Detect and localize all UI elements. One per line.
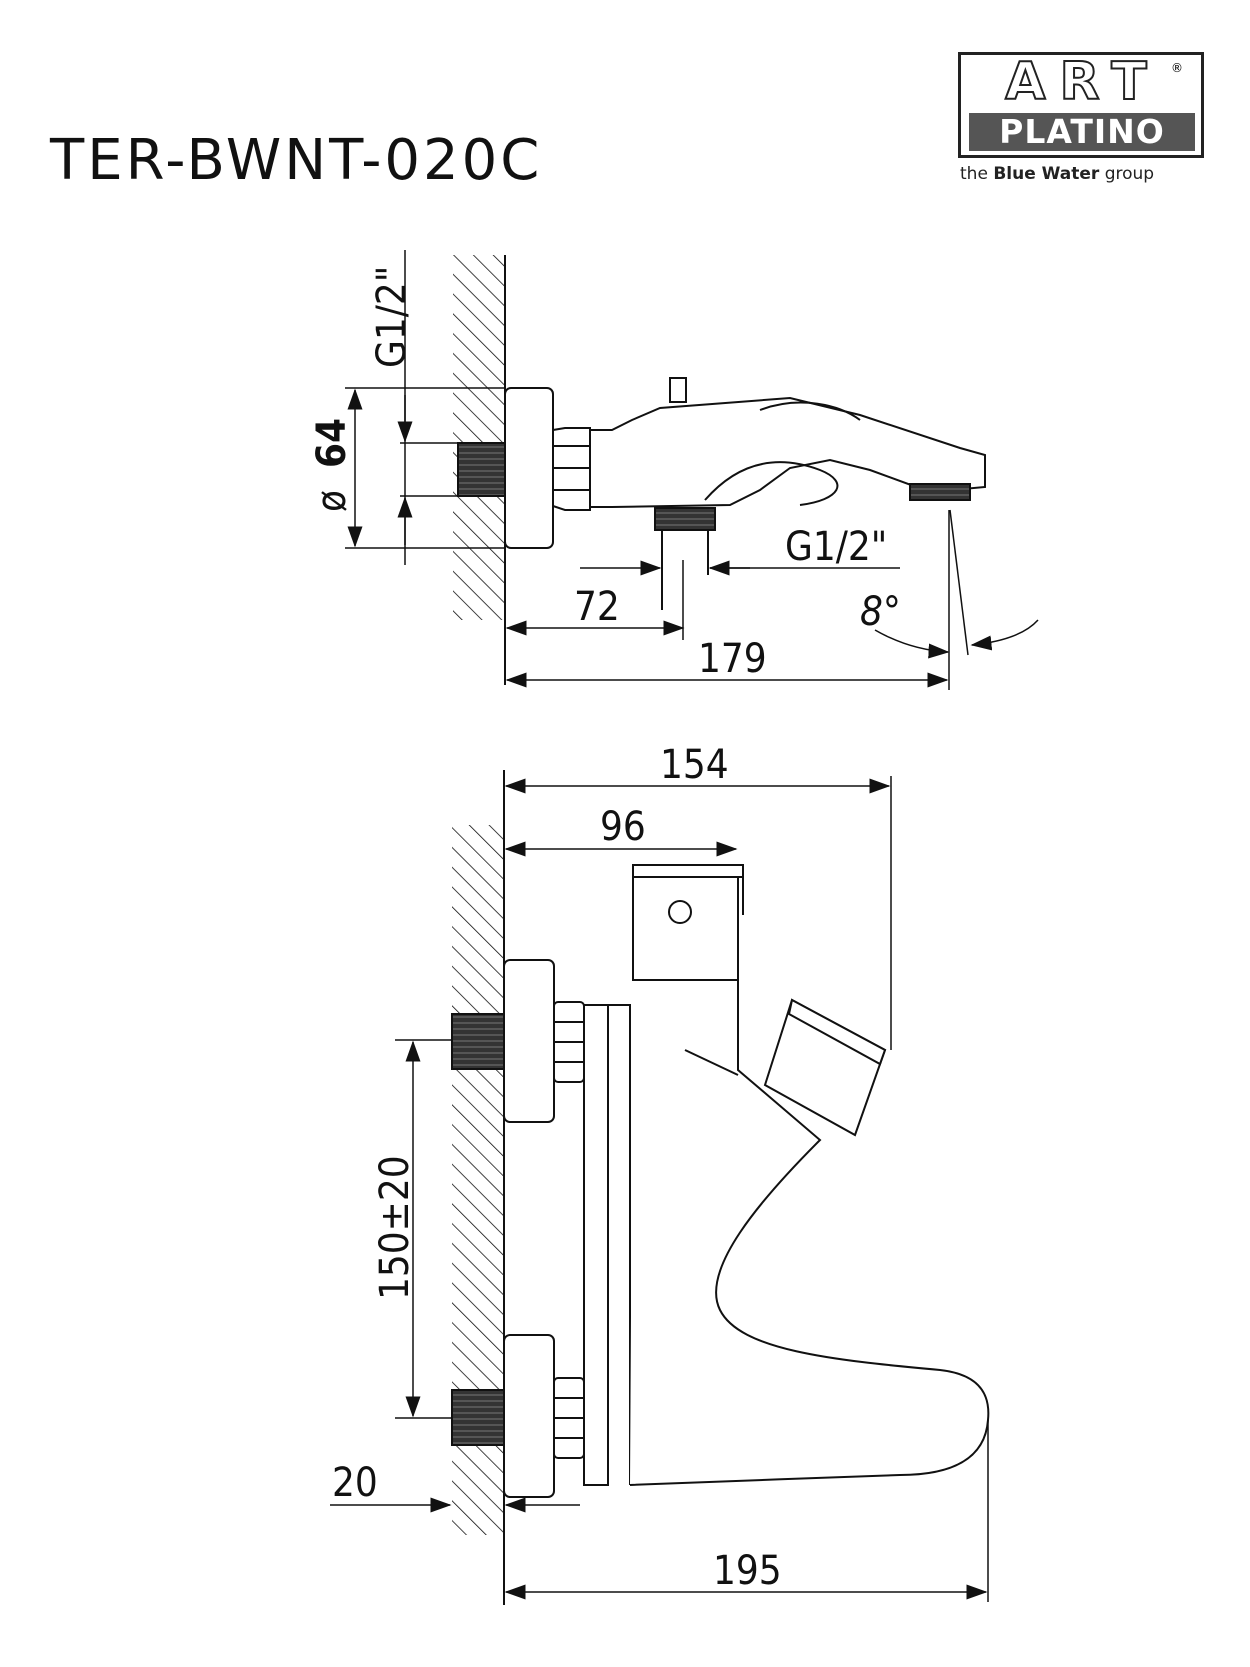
- top-g12-horizontal-label: G1/2": [785, 524, 887, 570]
- side-20-label: 20: [332, 1460, 378, 1506]
- side-view: [330, 770, 990, 1605]
- tagline-pre: the: [960, 164, 994, 184]
- side-195-label: 195: [713, 1548, 782, 1594]
- top-g12-vertical-label: G1/2": [369, 266, 415, 368]
- side-body-column: [583, 1004, 609, 1486]
- side-upper-thread: [451, 1013, 505, 1070]
- side-lower-thread: [451, 1389, 505, 1446]
- tagline-post: group: [1099, 164, 1155, 184]
- top-72-label: 72: [574, 584, 620, 630]
- side-upper-rosette: [503, 959, 555, 1123]
- logo-frame: ART ® PLATINO: [958, 52, 1204, 158]
- side-96-label: 96: [600, 804, 646, 850]
- top-rosette: [504, 387, 554, 549]
- logo-art-text: ART: [1004, 52, 1161, 112]
- top-wall-thread: [457, 442, 506, 497]
- top-angle-line: [949, 509, 969, 656]
- side-diverter-cap: [632, 864, 744, 878]
- top-diam-label: 64: [309, 418, 355, 468]
- top-view: [345, 250, 1039, 690]
- top-angle-arc-b: [970, 619, 1039, 651]
- brand-logo: ART ® PLATINO the Blue Water group: [958, 52, 1208, 190]
- side-lever-top-face: [787, 998, 887, 1066]
- logo-registered-mark: ®: [1171, 61, 1183, 75]
- side-154-label: 154: [660, 742, 729, 788]
- top-angle-arc-a: [874, 629, 950, 659]
- top-lever-curve: [704, 461, 839, 506]
- top-knob: [669, 377, 687, 403]
- top-spout-aerator: [909, 483, 971, 501]
- side-lower-rosette: [503, 1334, 555, 1498]
- logo-tagline: the Blue Water group: [960, 164, 1206, 184]
- top-diam-symbol: ø: [309, 490, 355, 512]
- logo-platino-text: PLATINO: [969, 113, 1195, 151]
- tagline-brand: Blue Water: [993, 164, 1100, 184]
- side-body-crease: [684, 1049, 739, 1076]
- model-number: TER-BWNT-020C: [50, 128, 543, 193]
- side-diverter-hole: [668, 900, 692, 924]
- top-angle-label: 8°: [860, 589, 901, 635]
- top-179-label: 179: [698, 636, 767, 682]
- top-outlet-thread: [654, 507, 716, 531]
- top-lever-top: [759, 401, 861, 421]
- side-body-plate: [608, 1004, 631, 1485]
- top-wall-hatch: [453, 255, 505, 620]
- side-spout-body: [629, 979, 990, 1486]
- side-150-label: 150±20: [372, 1155, 418, 1300]
